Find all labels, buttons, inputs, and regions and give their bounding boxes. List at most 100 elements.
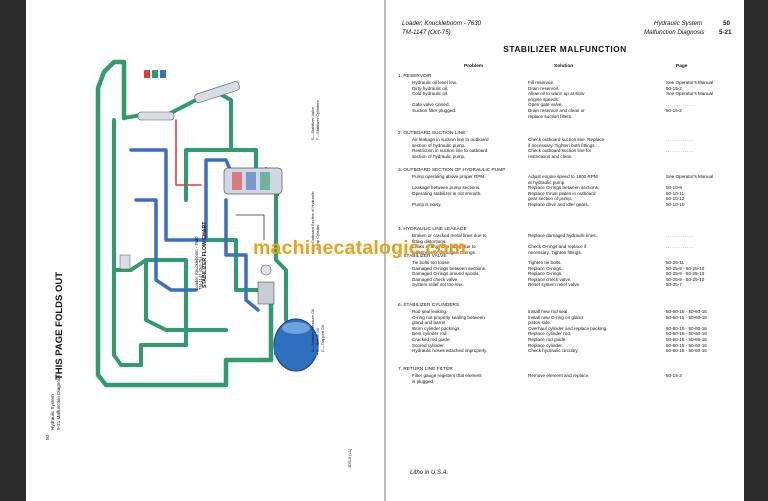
legend-swatch-trapped [160,70,166,78]
solution-cell: Check outboard suction line. Replace [528,137,605,142]
stabilizer-valve [223,167,283,195]
watermark-text: machinecatalogic.com [253,237,467,259]
page-ref-cell: 50-60-15 - 50-60-16 [666,331,707,337]
solution-cell: Replace drive and idler gears. [528,201,590,207]
column-header-page: Page [676,64,688,69]
solution-cell: Replace damaged hydraulic lines. [528,233,597,238]
problem-cell: Scored cylinder. [412,342,445,348]
problem-cell: Hydraulic hoses attached improperly. [412,348,488,354]
solution-cell: Replace thrust plates in outboard [528,190,596,196]
table-row: Damaged check valve.Replace check valve.… [398,277,734,283]
solution-cell: replace suction filters. [528,113,573,119]
stabilizer-cylinder-mid [137,111,175,121]
left-page-flow-chart: THIS PAGE FOLDS OUT 50 Hydraulic System … [26,0,384,501]
table-row: Pump is noisy.Replace drive and idler ge… [398,202,734,208]
fold-notice: THIS PAGE FOLDS OUT [54,271,65,380]
column-header-problem: Problem [464,64,484,69]
table-row: engine speeds. [398,97,734,103]
problem-cell: Damaged O-rings around spools. [412,271,480,277]
page-title: STABILIZER MALFUNCTION [503,44,627,54]
page-ref-cell: 50-60-15 - 50-60-16 [666,325,707,331]
hydraulic-reservoir [273,318,319,372]
page-ref-cell: ............... [666,102,695,108]
pressure-line-b [175,119,202,186]
table-row: Restriction in suction line to outboard C… [398,148,734,154]
section-title: 5. STABILIZER VALVE [398,254,447,259]
page-gutter [384,0,386,501]
drain-line-thin [230,189,267,241]
table-row: replace suction filters. [398,114,734,120]
stabilizer-flow-chart-diagram [95,59,319,388]
table-row: section of hydraulic pump.restrictions a… [398,154,734,160]
table-row: Worn cylinder packings.Overhaul cylinder… [398,326,734,332]
section-title: 7. RETURN LINE FILTER [398,367,453,372]
table-row: Damaged O-rings between sections.Replace… [398,266,734,272]
table-row: Cold hydraulic oil.Allow oil to warm up … [398,91,734,97]
page-ref-cell: 50-25-9 - 50-25-10 [666,265,705,271]
table-row: Damaged O-rings around spools.Replace O-… [398,271,734,277]
table-row: at hydraulic pump. [398,180,734,186]
problem-cell: System relief set too low. [412,282,463,288]
solution-cell: Check outboard suction line for [528,148,592,154]
page-ref-cell: ............... [666,148,695,154]
problem-cell: fitting distortions. [412,238,447,244]
trapped-oil-line-b [224,198,260,312]
return-line-lower-run [112,258,228,347]
legend-swatch-pressure [144,70,150,78]
section-title: 6. STABILIZER CYLINDERS [398,303,460,308]
table-row: System relief set too low. Reset system r… [398,282,734,288]
solution-cell: Allow oil to warm up at slow [528,91,585,97]
problem-cell: Cracked rod guide. [412,336,451,342]
stabilizer-cylinder-top [194,81,240,104]
problem-cell: Tie bolts too loose. [412,260,451,265]
table-row: Hydraulic hoses attached improperly.Chec… [398,348,734,354]
page-ref-cell: 50-10-10 [666,201,685,207]
trapped-oil-line-c [134,198,198,292]
table-row: is plugged. [398,379,734,385]
page-ref-cell: 50-15-3 [666,373,682,378]
solution-cell: Reset system relief valve. [528,282,581,288]
left-page-number: 50 [45,434,50,440]
page-ref-cell: 50-25-9 - 50-25-10 [666,276,705,282]
solution-cell: Replace O-rings. [528,265,563,271]
page-ref-cell: See Operator's Manual [666,91,714,97]
table-row: Gate valve closed.Open gate valve.......… [398,102,734,108]
table-row: section of hydraulic pump.if necessary. … [398,143,734,149]
header-section: Hydraulic System [654,20,703,27]
table-row: Rod seal leaking.Install new rod seal.50… [398,309,734,315]
problem-cell: Bent cylinder rod. [412,331,448,337]
solution-cell: at hydraulic pump. [528,179,566,185]
solution-cell: Fill reservoir. [528,80,555,85]
problem-cell: Restriction in suction line to outboard [412,148,488,154]
problem-cell: Operating stabilizer is not smooth. [412,190,482,196]
solution-cell: Check O-rings and replace if [528,244,587,250]
right-page-malfunction-table: Loader, Knuckleboom - 7630 TM-1147 (Oct-… [386,0,744,501]
solution-cell: Replace cylinder rod. [528,331,572,337]
corner-label: JDS-3 (L1) [347,448,352,468]
header-manual: TM-1147 (Oct-75) [402,29,451,36]
chart-manual: TM-1147 (Oct-75) [198,257,203,290]
solution-cell: necessary. Tighten fittings. [528,249,583,255]
header-page-number: 50 [723,20,730,27]
solution-cell: Drain reservoir and clean or [528,107,585,113]
column-header-solution: Solution [554,64,574,69]
header-subsection: Malfunction Diagnosis [644,29,705,36]
legend-swatch-return [152,70,158,78]
page-ref-cell: 50-25-9 - 50-25-10 [666,271,705,277]
problem-cell: Pump operating above proper RPM. [412,174,486,179]
solution-cell: Adjust engine speed to 1800 RPM [528,174,598,179]
solution-cell: Remove element and replace. [528,373,590,378]
problem-cell: is plugged. [412,378,435,384]
table-row: fitting distortions. [398,239,734,245]
solution-cell: Drain reservoir. [528,85,560,91]
table-row: Bent cylinder rod. Replace cylinder rod. 5… [398,331,734,337]
solution-cell: Replace check valve. [528,276,572,282]
